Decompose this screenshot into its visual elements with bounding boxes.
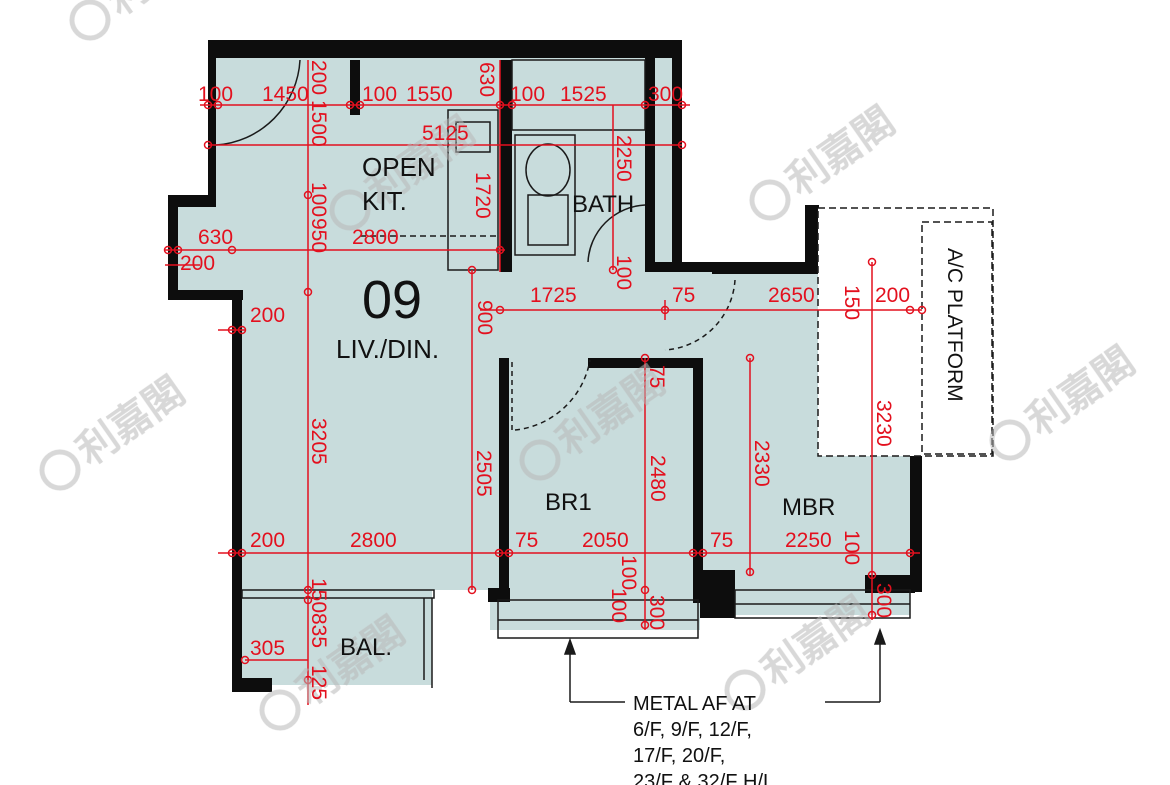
room-label-master-bedroom: MBR <box>782 494 835 521</box>
toilet-tank <box>527 194 569 246</box>
dim-label: 100 <box>607 588 630 623</box>
note-line-2: 6/F, 9/F, 12/F, <box>633 719 752 741</box>
dim-label: 950 <box>307 218 330 253</box>
metal-af-note: METAL AF AT 6/F, 9/F, 12/F, 17/F, 20/F, … <box>563 627 887 785</box>
shower-tray <box>511 59 646 131</box>
dim-label: 2330 <box>750 440 773 487</box>
br1-window <box>497 599 699 639</box>
bath-counter <box>514 134 576 256</box>
watermark-brand: 利嘉閣 <box>68 367 193 474</box>
dim-label: 1725 <box>530 284 577 307</box>
dim-label: 1500 <box>307 100 330 147</box>
dim-label: 2050 <box>582 529 629 552</box>
dim-label: 1550 <box>406 83 453 106</box>
room-labels: 09 LIV./DIN. OPEN KIT. BATH BR1 MBR BAL.… <box>336 152 966 661</box>
fixtures <box>215 59 911 688</box>
room-label-ac-platform: A/C PLATFORM <box>943 248 966 402</box>
watermark-brand: 利嘉閣 <box>98 0 223 25</box>
dimension-lines <box>165 60 922 705</box>
dim-label: 125 <box>307 665 330 700</box>
dim-label: 100 <box>612 255 635 290</box>
dim-label: 2250 <box>612 135 635 182</box>
dim-label: 5125 <box>422 122 469 145</box>
entry-door-swing <box>215 59 301 146</box>
balcony-glazing <box>241 589 435 599</box>
dim-label: 75 <box>672 284 695 307</box>
dimension-labels: 100 1450 200 1500 100 1550 630 100 1525 … <box>180 60 910 700</box>
dim-label: 75 <box>645 365 668 388</box>
kitchen-sink <box>455 121 491 153</box>
dim-label: 200 <box>180 252 215 275</box>
dim-label: 2505 <box>472 450 495 497</box>
toilet <box>525 143 571 197</box>
dim-label: 200 <box>250 304 285 327</box>
dim-label: 300 <box>648 83 683 106</box>
room-label-open-kitchen-1: OPEN <box>362 152 436 182</box>
dim-label: 100 <box>510 83 545 106</box>
dim-label: 2800 <box>352 226 399 249</box>
dim-label: 1450 <box>262 83 309 106</box>
dim-label: 630 <box>198 226 233 249</box>
floor-areas <box>172 55 912 685</box>
room-label-living-dining: LIV./DIN. <box>336 334 439 364</box>
room-label-open-kitchen-2: KIT. <box>362 186 407 216</box>
watermark-brand: 利嘉閣 <box>1018 337 1143 444</box>
dim-label: 200 <box>250 529 285 552</box>
dim-label: 835 <box>307 613 330 648</box>
dim-label: 150 <box>840 285 863 320</box>
note-line-4: 23/F & 32/F H/L <box>633 771 774 785</box>
dim-label: 75 <box>515 529 538 552</box>
note-line-3: 17/F, 20/F, <box>633 745 725 767</box>
dim-label: 1720 <box>471 172 494 219</box>
dim-label: 300 <box>645 595 668 630</box>
kitchen-counter <box>447 109 499 271</box>
dim-label: 100 <box>362 83 397 106</box>
room-label-bath: BATH <box>572 191 634 218</box>
dim-label: 100 <box>617 555 640 590</box>
dim-label: 100 <box>307 182 330 217</box>
dimension-markers <box>163 100 927 685</box>
dim-label: 3230 <box>872 400 895 447</box>
br1-door-swing <box>514 359 591 431</box>
dim-label: 2650 <box>768 284 815 307</box>
dim-label: 200 <box>875 284 910 307</box>
room-label-balcony: BAL. <box>340 634 392 661</box>
watermark-brand: 利嘉閣 <box>778 97 903 204</box>
dim-label: 2800 <box>350 529 397 552</box>
dim-label: 2250 <box>785 529 832 552</box>
dim-label: 200 <box>307 60 330 95</box>
dim-label: 150 <box>307 578 330 613</box>
dim-label: 3205 <box>307 418 330 465</box>
dim-label: 2480 <box>646 455 669 502</box>
room-label-bedroom-1: BR1 <box>545 489 592 516</box>
unit-number: 09 <box>362 270 422 330</box>
dim-label: 75 <box>710 529 733 552</box>
dim-label: 900 <box>473 300 496 335</box>
mbr-door-swing <box>664 279 736 351</box>
dim-label: 300 <box>872 583 895 618</box>
dim-label: 630 <box>475 62 498 97</box>
note-line-1: METAL AF AT <box>633 693 756 715</box>
dim-label: 100 <box>840 530 863 565</box>
dim-label: 100 <box>198 83 233 106</box>
ac-platform <box>817 207 994 457</box>
dim-label: 305 <box>250 637 285 660</box>
dim-label: 1525 <box>560 83 607 106</box>
bath-door-swing <box>587 204 646 263</box>
